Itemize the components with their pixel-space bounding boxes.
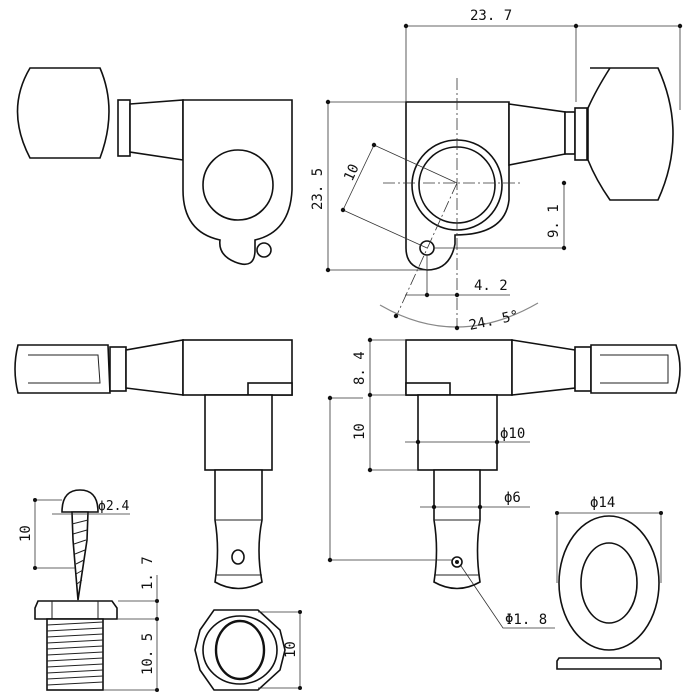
dim-overall-height: 23. 5 xyxy=(310,168,326,210)
mount-screw: 10 ϕ2.4 xyxy=(18,489,130,601)
dim-body-depth: 8. 4 xyxy=(352,351,368,385)
dim-washer-dia: ϕ14 xyxy=(590,495,615,511)
dim-hole-vertical: 9. 1 xyxy=(546,204,562,238)
tuner-side-view-right: 8. 4 10 ϕ10 ϕ6 Φ1. 8 xyxy=(327,337,681,629)
dim-radius: 10 xyxy=(341,162,363,184)
dim-post-dia: ϕ6 xyxy=(504,490,521,506)
dim-bushing-length: 10. 5 xyxy=(140,633,156,675)
dim-overall-width: 23. 7 xyxy=(470,8,512,24)
dim-screw-head: ϕ2.4 xyxy=(98,499,129,514)
dim-bushing-flange: 1. 7 xyxy=(140,556,156,590)
dim-shaft-dia: ϕ10 xyxy=(500,426,525,442)
gear-circle xyxy=(202,149,274,221)
mount-hole xyxy=(256,242,272,258)
washer: ϕ14 xyxy=(555,495,663,670)
neck xyxy=(129,99,184,161)
washer-side xyxy=(556,657,662,670)
dim-string-hole: Φ1. 8 xyxy=(505,612,547,628)
dim-screw-length: 10 xyxy=(18,525,34,542)
tuner-front-view-right: 23. 7 23. 5 10 9. 1 4. 2 24. 5° xyxy=(310,8,683,334)
tuner-side-view-left xyxy=(14,339,293,590)
bushing: 1. 7 10. 5 xyxy=(34,556,159,692)
hex-nut: 10 xyxy=(194,609,302,691)
dim-shaft-length: 10 xyxy=(352,423,368,440)
knob xyxy=(16,67,110,159)
collar xyxy=(117,99,131,157)
dim-hole-horizontal: 4. 2 xyxy=(474,278,508,294)
dim-nut-size: 10 xyxy=(283,641,299,658)
tuner-front-view-left xyxy=(16,67,293,266)
dim-angle: 24. 5° xyxy=(468,308,521,334)
